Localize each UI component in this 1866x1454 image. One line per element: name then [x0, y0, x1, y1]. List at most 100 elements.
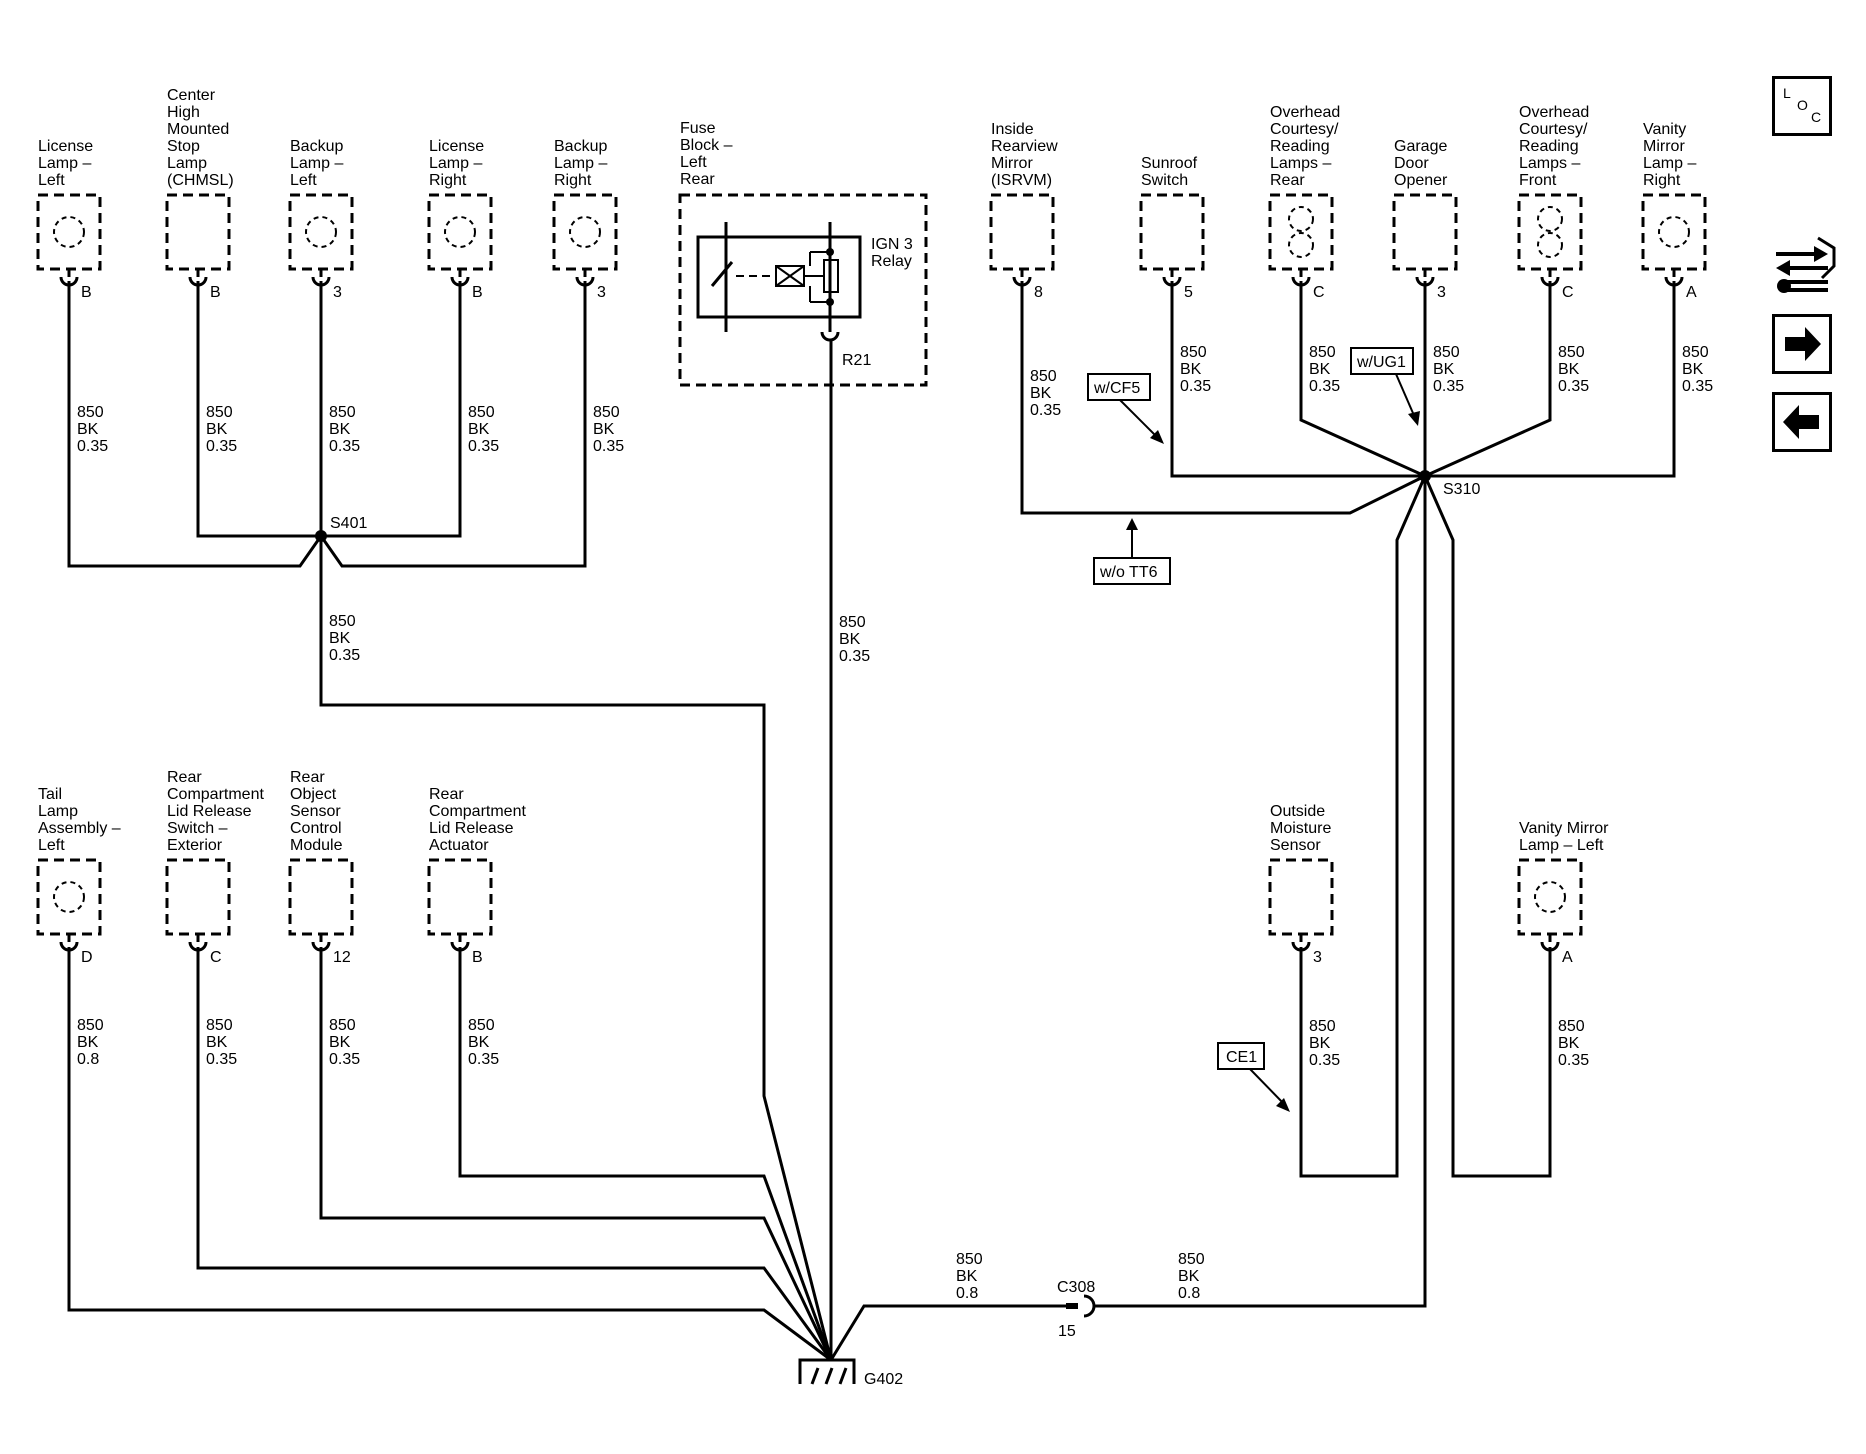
next-page-button[interactable]	[1772, 314, 1832, 374]
vanity-mirror-right-label-3: Right	[1643, 172, 1681, 189]
vanity-mirror-right-label-0: Vanity	[1643, 121, 1686, 138]
wire-lid-release-actuator	[458, 947, 833, 1361]
backup-lamp-left-outline	[288, 193, 354, 271]
relay-label-0: IGN 3	[871, 236, 913, 253]
chmsl-label-5: (CHMSL)	[167, 172, 234, 189]
wire-vanity-mirror-left	[1423, 475, 1552, 1178]
label-backup-lamp-right-color: BK	[593, 421, 615, 438]
label-relay-g402-gauge: 0.35	[839, 648, 870, 665]
chmsl-label-4: Lamp	[167, 155, 207, 172]
label-vanity-mirror-right-color: BK	[1682, 361, 1704, 378]
loc-button[interactable]: L O C	[1772, 76, 1832, 136]
wire-backup-lamp-right	[319, 281, 587, 568]
wire-vanity-mirror-right	[1425, 281, 1676, 478]
isrvm-pin: 8	[1034, 284, 1043, 301]
garage-door-opener-label-1: Door	[1394, 155, 1429, 172]
vanity-mirror-left-label-1: Lamp – Left	[1519, 837, 1604, 854]
isrvm-label-2: Mirror	[991, 155, 1033, 172]
lid-release-actuator-label-0: Rear	[429, 786, 464, 803]
wire-outside-moisture-sensor	[1299, 475, 1427, 1178]
label-backup-lamp-left-gauge: 0.35	[329, 438, 360, 455]
label-s401-to-g402-circuit: 850	[329, 613, 356, 630]
previous-page-button[interactable]	[1772, 392, 1832, 452]
label-relay-g402-color: BK	[839, 631, 861, 648]
tail-lamp-left-label-3: Left	[38, 837, 65, 854]
loc-letter-c: C	[1811, 109, 1822, 125]
chmsl-outline	[165, 193, 231, 271]
label-s310-to-c308-color: BK	[1178, 1268, 1200, 1285]
label-vanity-mirror-right-gauge: 0.35	[1682, 378, 1713, 395]
label-vanity-mirror-left-color: BK	[1558, 1035, 1580, 1052]
license-lamp-right-label-1: Lamp –	[429, 155, 482, 172]
backup-lamp-right-label-1: Lamp –	[554, 155, 607, 172]
backup-lamp-right-label-0: Backup	[554, 138, 607, 155]
overhead-front-label-3: Lamps –	[1519, 155, 1580, 172]
label-tail-lamp-left-color: BK	[77, 1034, 99, 1051]
wire-chmsl	[196, 281, 321, 538]
r21-label: R21	[842, 352, 871, 369]
chmsl-label-3: Stop	[167, 138, 200, 155]
label-rear-object-sensor-gauge: 0.35	[329, 1051, 360, 1068]
label-isrvm-circuit: 850	[1030, 368, 1057, 385]
c308-label: C308	[1057, 1279, 1095, 1296]
license-lamp-right-lamp-symbol	[444, 216, 476, 248]
label-sunroof-switch-color: BK	[1180, 361, 1202, 378]
label-garage-door-opener-color: BK	[1433, 361, 1455, 378]
fuse-block-label-1: Block –	[680, 137, 733, 154]
component-info-icon[interactable]	[1772, 232, 1842, 298]
sunroof-switch-pin: 5	[1184, 284, 1193, 301]
c308-pin: 15	[1058, 1323, 1076, 1340]
label-vanity-mirror-left-gauge: 0.35	[1558, 1052, 1589, 1069]
lid-release-switch-label-0: Rear	[167, 769, 202, 786]
option-ce1-label: CE1	[1226, 1049, 1257, 1066]
license-lamp-right-label-2: Right	[429, 172, 467, 189]
license-lamp-left-pin: B	[81, 284, 92, 301]
option-ce1: CE1	[1217, 1042, 1290, 1112]
outside-moisture-sensor-label-0: Outside	[1270, 803, 1325, 820]
wire-tail-lamp-left	[67, 947, 832, 1362]
lid-release-switch-outline	[165, 858, 231, 936]
label-lid-release-switch-color: BK	[206, 1034, 228, 1051]
license-lamp-left-label-1: Lamp –	[38, 155, 91, 172]
label-s401-to-g402-color: BK	[329, 630, 351, 647]
label-c308-to-g402-color: BK	[956, 1268, 978, 1285]
label-license-lamp-left-circuit: 850	[77, 404, 104, 421]
ground-g402: G402	[798, 1358, 903, 1388]
label-garage-door-opener-circuit: 850	[1433, 344, 1460, 361]
lid-release-actuator-label-3: Actuator	[429, 837, 489, 854]
wire-license-lamp-left	[67, 281, 323, 568]
lid-release-switch-label-2: Lid Release	[167, 803, 252, 820]
label-outside-moisture-sensor-gauge: 0.35	[1309, 1052, 1340, 1069]
label-chmsl-gauge: 0.35	[206, 438, 237, 455]
label-overhead-front-gauge: 0.35	[1558, 378, 1589, 395]
label-license-lamp-right-gauge: 0.35	[468, 438, 499, 455]
label-outside-moisture-sensor-color: BK	[1309, 1035, 1331, 1052]
backup-lamp-left-label-0: Backup	[290, 138, 343, 155]
relay-label-1: Relay	[871, 253, 912, 270]
lid-release-actuator-label-1: Compartment	[429, 803, 526, 820]
fuse-block-label-3: Rear	[680, 171, 715, 188]
chmsl-label-1: High	[167, 104, 200, 121]
outside-moisture-sensor-label-2: Sensor	[1270, 837, 1321, 854]
label-garage-door-opener-gauge: 0.35	[1433, 378, 1464, 395]
chmsl-pin: B	[210, 284, 221, 301]
backup-lamp-right-label-2: Right	[554, 172, 592, 189]
tail-lamp-left-pin: D	[81, 949, 93, 966]
